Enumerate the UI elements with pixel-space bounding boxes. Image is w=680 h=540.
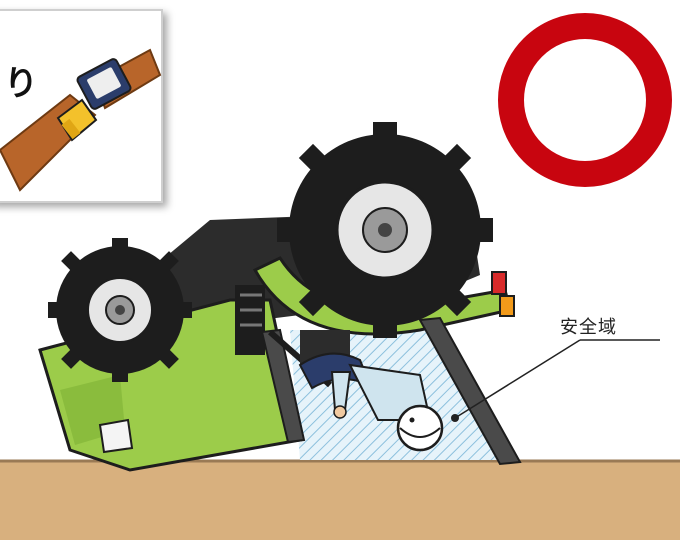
- rear-wheel: [277, 122, 493, 338]
- callout-text: り: [4, 56, 38, 105]
- ground: [0, 460, 680, 540]
- safety-zone-label: 安全域: [560, 313, 617, 339]
- red-circle-ok-icon: [511, 26, 659, 174]
- front-wheel: [48, 238, 192, 382]
